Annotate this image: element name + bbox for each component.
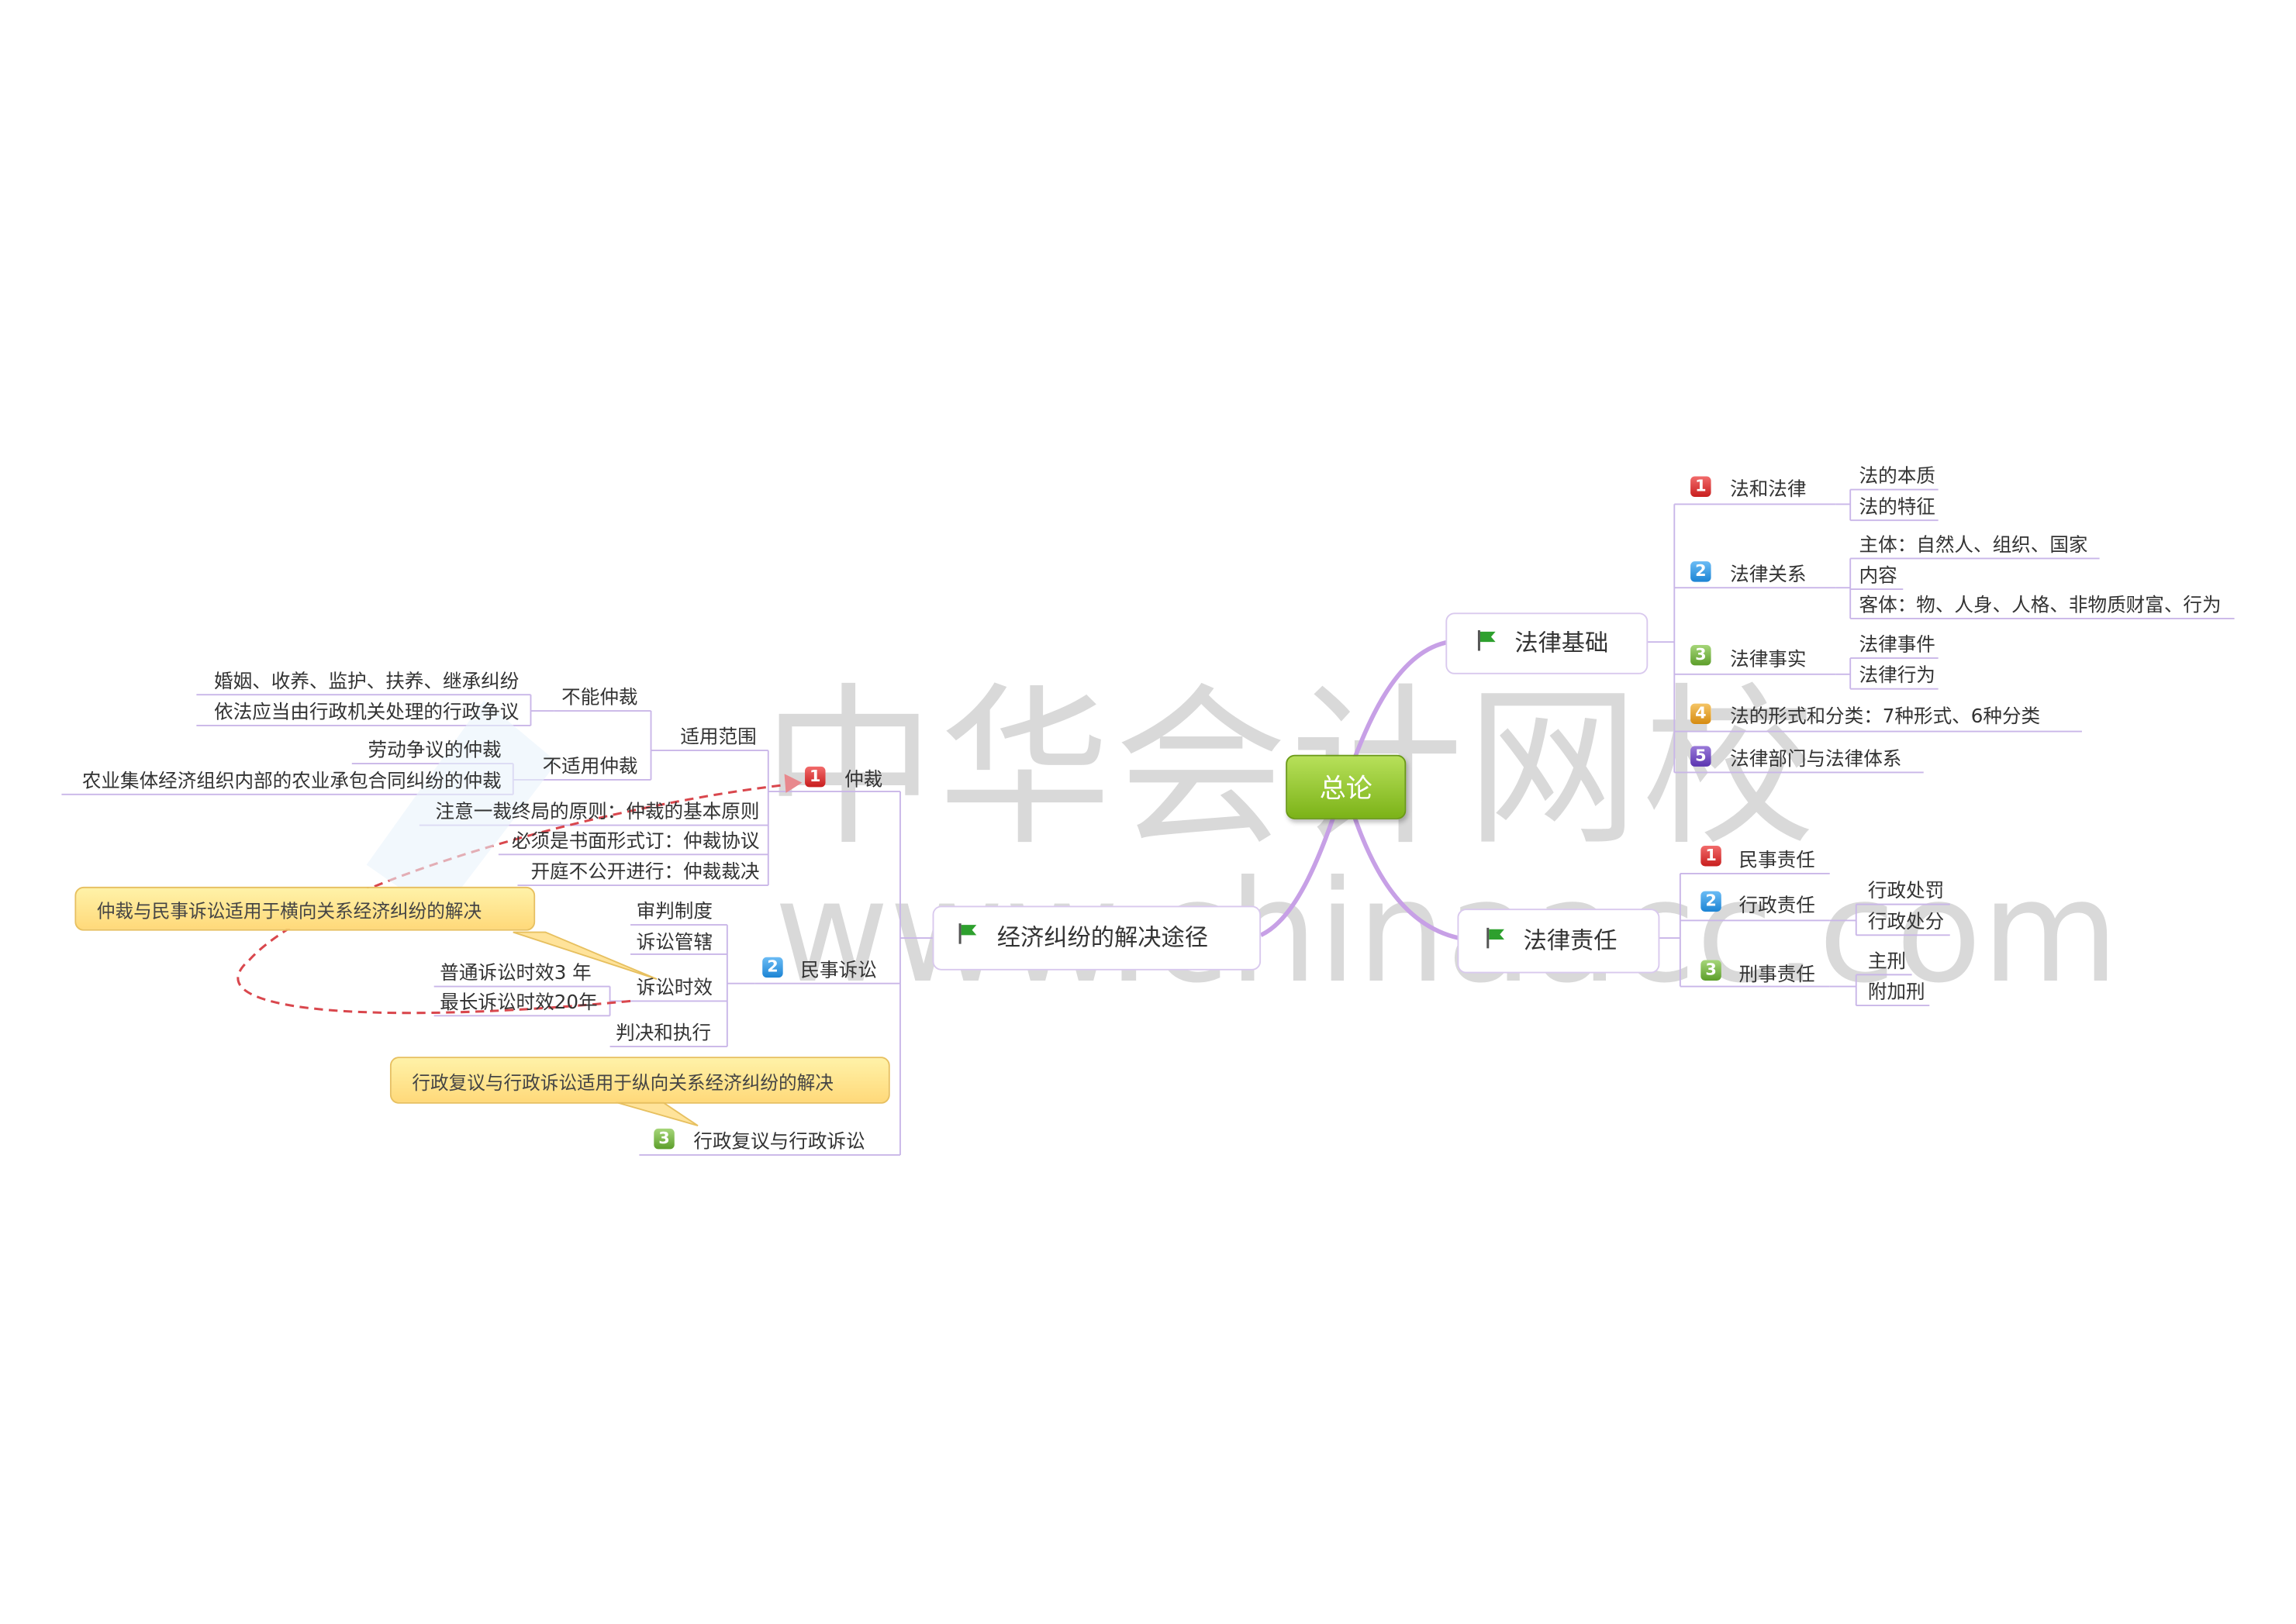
number-badge-4: 4 — [1690, 703, 1711, 725]
node-zhuxing[interactable]: 主刑 — [1867, 951, 1907, 974]
node-zhuti[interactable]: 主体：自然人、组织、国家 — [1859, 535, 2088, 557]
node-falvshishi[interactable]: 法律事实 — [1730, 649, 1807, 671]
flag-icon — [1477, 630, 1496, 651]
node-falvbumen[interactable]: 法律部门与法律体系 — [1730, 749, 1902, 771]
node-susongguanxia[interactable]: 诉讼管辖 — [636, 932, 713, 954]
node-neirong[interactable]: 内容 — [1859, 565, 1897, 588]
number-badge-1: 1 — [805, 766, 826, 788]
connector — [639, 791, 933, 1156]
node-faxingshi[interactable]: 法的形式和分类：7种形式、6种分类 — [1730, 706, 2041, 729]
connector — [1645, 503, 2082, 774]
node-fahefalv[interactable]: 法和法律 — [1730, 479, 1807, 502]
node-falvguanxi[interactable]: 法律关系 — [1730, 564, 1807, 587]
node-bushiyongzhongcai[interactable]: 不适用仲裁 — [542, 756, 638, 779]
branch-box-falvjichu[interactable] — [1445, 612, 1649, 674]
node-nongyechengbao[interactable]: 农业集体经济组织内部的农业承包合同纠纷的仲裁 — [81, 771, 502, 793]
number-badge-2: 2 — [1690, 561, 1711, 582]
node-putongshixiao[interactable]: 普通诉讼时效3 年 — [440, 963, 592, 985]
flag-icon — [1486, 927, 1504, 949]
node-xingzhengfuyi[interactable]: 行政复议与行政诉讼 — [693, 1131, 865, 1154]
root-node[interactable]: 总论 — [1286, 754, 1407, 819]
node-falvshijian[interactable]: 法律事件 — [1859, 634, 1935, 657]
node-minshisusong[interactable]: 民事诉讼 — [800, 960, 877, 982]
connector — [1835, 557, 2235, 619]
node-xingzhengchufa[interactable]: 行政处罚 — [1867, 881, 1945, 903]
node-fujiaxing[interactable]: 附加刑 — [1867, 981, 1925, 1005]
node-minshizeren[interactable]: 民事责任 — [1738, 850, 1815, 873]
node-falvxingwei[interactable]: 法律行为 — [1859, 665, 1935, 688]
number-badge-1: 1 — [1700, 845, 1721, 867]
number-badge-2: 2 — [762, 957, 783, 978]
connector — [433, 985, 631, 1017]
number-badge-3: 3 — [1690, 644, 1711, 666]
connector — [1835, 488, 1939, 522]
relationship-arrowhead — [784, 774, 803, 793]
branch-title-jiejuetujing: 经济纠纷的解决途径 — [996, 923, 1209, 952]
node-shumianxingshi[interactable]: 必须是书面形式订：仲裁协议 — [511, 831, 760, 853]
callout-tail — [615, 1101, 699, 1127]
number-badge-3: 3 — [1700, 960, 1721, 981]
connector — [1656, 872, 1830, 988]
node-susongshixiao[interactable]: 诉讼时效 — [636, 978, 713, 1000]
decor-fan — [366, 700, 558, 916]
node-laodongzhengyi[interactable]: 劳动争议的仲裁 — [368, 740, 502, 763]
number-badge-2: 2 — [1700, 891, 1721, 912]
node-panjuezhixing[interactable]: 判决和执行 — [616, 1022, 712, 1046]
branch-title-falvjichu: 法律基础 — [1514, 629, 1609, 657]
callout-zongxiang[interactable]: 行政复议与行政诉讼适用于纵向关系经济纠纷的解决 — [389, 1057, 890, 1104]
node-xingzhengchufen[interactable]: 行政处分 — [1867, 912, 1945, 934]
node-xingzhengzeren[interactable]: 行政责任 — [1738, 895, 1815, 918]
node-xingzhengzhengyi[interactable]: 依法应当由行政机关处理的行政争议 — [214, 702, 520, 725]
number-badge-3: 3 — [654, 1128, 675, 1150]
connector — [537, 710, 672, 781]
number-badge-5: 5 — [1690, 746, 1711, 767]
callout-tail — [513, 931, 658, 980]
node-kaitingbugongkai[interactable]: 开庭不公开进行：仲裁裁决 — [530, 861, 760, 884]
node-shiyongfanwei[interactable]: 适用范围 — [680, 726, 757, 750]
node-hunyin[interactable]: 婚姻、收养、监护、扶养、继承纠纷 — [214, 671, 520, 694]
branch-box-falvzeren[interactable] — [1457, 909, 1660, 974]
node-fadetezheng[interactable]: 法的特征 — [1859, 496, 1935, 519]
node-zuichangshixiao[interactable]: 最长诉讼时效20年 — [440, 992, 598, 1015]
flag-icon — [958, 923, 977, 944]
branch-box-jiejuetujing[interactable] — [932, 905, 1262, 971]
connector — [1829, 903, 1950, 936]
node-keti[interactable]: 客体：物、人身、人格、非物质财富、行为 — [1859, 595, 2222, 618]
number-badge-1: 1 — [1690, 476, 1711, 497]
node-yicaizhongju[interactable]: 注意一裁终局的原则：仲裁的基本原则 — [435, 802, 760, 824]
branch-title-falvzeren: 法律责任 — [1523, 926, 1618, 954]
node-bunengzhongcai[interactable]: 不能仲裁 — [561, 687, 638, 710]
connector — [609, 924, 755, 1047]
node-zhongcai[interactable]: 仲裁 — [844, 769, 883, 792]
connector — [419, 750, 792, 886]
callout-hengxiang[interactable]: 仲裁与民事诉讼适用于横向关系经济纠纷的解决 — [74, 886, 536, 931]
node-xingshizeren[interactable]: 刑事责任 — [1738, 964, 1815, 987]
node-fadebenzhi[interactable]: 法的本质 — [1859, 466, 1935, 488]
connector — [1829, 974, 1930, 1007]
relationship-dash — [237, 783, 792, 1015]
connector — [196, 694, 554, 726]
node-shenpanzhidu[interactable]: 审判制度 — [636, 901, 713, 924]
connector — [1835, 657, 1939, 690]
